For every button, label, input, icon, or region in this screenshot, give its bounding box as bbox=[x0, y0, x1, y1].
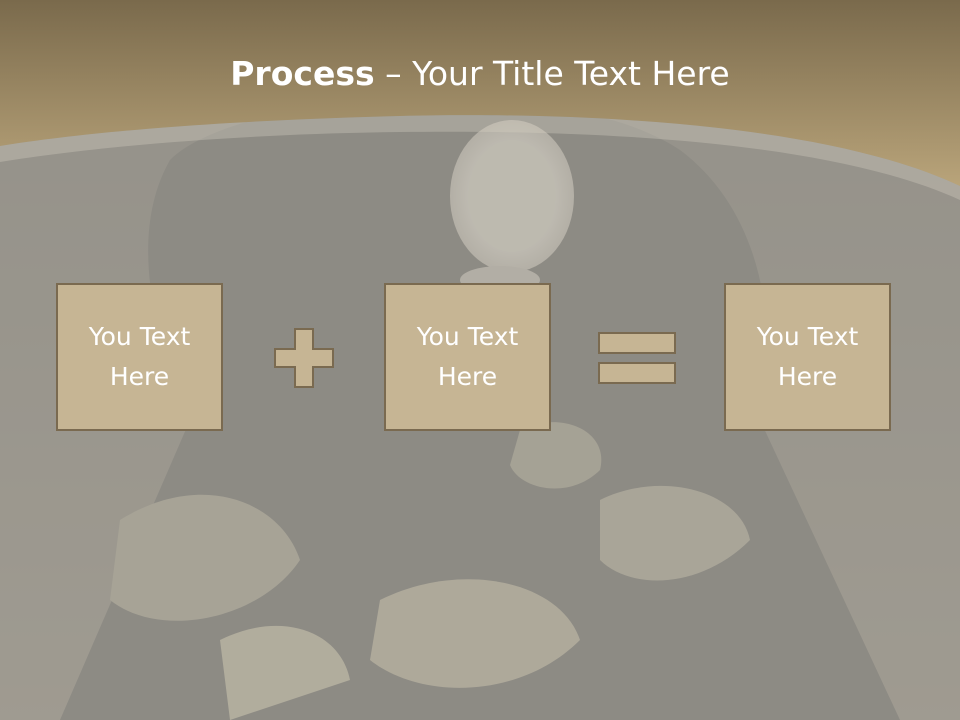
text-box-1-label: You Text Here bbox=[88, 322, 191, 391]
text-box-3-label: You Text Here bbox=[756, 322, 859, 391]
text-box-1[interactable]: You Text Here bbox=[56, 283, 223, 431]
title-bold: Process bbox=[230, 54, 375, 93]
text-box-2[interactable]: You Text Here bbox=[384, 283, 551, 431]
plus-icon bbox=[274, 328, 334, 388]
header-band bbox=[0, 0, 960, 200]
slide-title: Process – Your Title Text Here bbox=[0, 52, 960, 96]
title-rest: – Your Title Text Here bbox=[374, 54, 730, 93]
equals-icon bbox=[598, 332, 676, 384]
text-box-3[interactable]: You Text Here bbox=[724, 283, 891, 431]
text-box-2-label: You Text Here bbox=[416, 322, 519, 391]
